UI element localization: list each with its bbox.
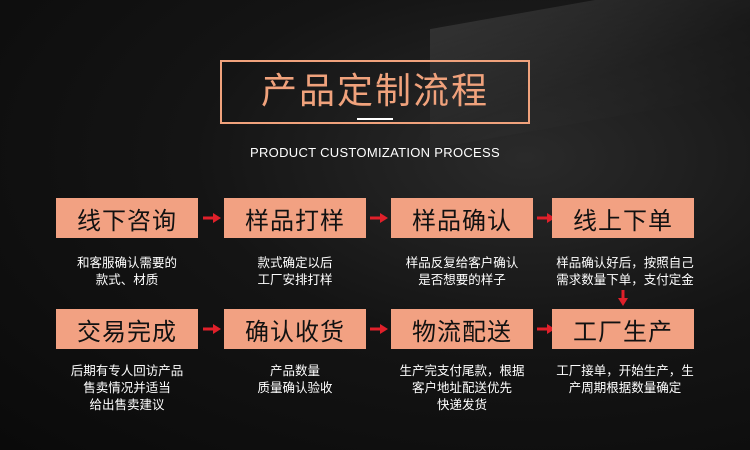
desc-line: 样品反复给客户确认 (405, 255, 519, 270)
desc-line: 需求数量下单，支付定金 (556, 272, 694, 287)
step-desc-complete: 后期有专人回访产品 售卖情况并适当 给出售卖建议 (47, 362, 207, 413)
arrow-right-icon (537, 213, 555, 223)
step-desc-consult: 和客服确认需要的 款式、材质 (47, 254, 207, 288)
arrow-right-icon (203, 213, 221, 223)
step-desc-receipt: 产品数量 质量确认验收 (215, 362, 375, 396)
desc-line: 款式确定以后 (257, 255, 333, 270)
step-desc-logistics: 生产完支付尾款，根据 客户地址配送优先 快递发货 (378, 362, 546, 413)
arrow-left-icon (370, 324, 388, 334)
desc-line: 是否想要的样子 (418, 272, 506, 287)
step-box-complete: 交易完成 (56, 309, 198, 349)
desc-line: 工厂接单，开始生产，生 (556, 363, 694, 378)
step-desc-sample-confirm: 样品反复给客户确认 是否想要的样子 (382, 254, 542, 288)
step-box-sample-confirm: 样品确认 (391, 198, 533, 238)
desc-line: 给出售卖建议 (89, 397, 165, 412)
page-subtitle: PRODUCT CUSTOMIZATION PROCESS (250, 145, 500, 160)
desc-line: 客户地址配送优先 (411, 380, 512, 395)
desc-line: 售卖情况并适当 (83, 380, 171, 395)
arrow-right-icon (370, 213, 388, 223)
step-box-receipt: 确认收货 (224, 309, 366, 349)
step-box-logistics: 物流配送 (391, 309, 533, 349)
desc-line: 款式、材质 (95, 272, 159, 287)
desc-line: 产品数量 (269, 363, 320, 378)
desc-line: 质量确认验收 (257, 380, 333, 395)
arrow-down-icon (618, 290, 628, 306)
desc-line: 后期有专人回访产品 (70, 363, 184, 378)
step-desc-sample: 款式确定以后 工厂安排打样 (215, 254, 375, 288)
step-box-production: 工厂生产 (552, 309, 694, 349)
page-title: 产品定制流程 (260, 71, 489, 112)
step-box-sample: 样品打样 (224, 198, 366, 238)
desc-line: 样品确认好后，按照自己 (556, 255, 694, 270)
title-underline (357, 118, 393, 120)
desc-line: 快递发货 (436, 397, 487, 412)
step-box-consult: 线下咨询 (56, 198, 198, 238)
desc-line: 生产完支付尾款，根据 (399, 363, 525, 378)
desc-line: 产周期根据数量确定 (568, 380, 682, 395)
step-desc-order: 样品确认好后，按照自己 需求数量下单，支付定金 (543, 254, 707, 288)
step-desc-production: 工厂接单，开始生产，生 产周期根据数量确定 (540, 362, 710, 396)
arrow-left-icon (203, 324, 221, 334)
title-frame: 产品定制流程 (220, 60, 530, 124)
arrow-left-icon (537, 324, 555, 334)
desc-line: 工厂安排打样 (257, 272, 333, 287)
step-box-order: 线上下单 (552, 198, 694, 238)
desc-line: 和客服确认需要的 (76, 255, 177, 270)
